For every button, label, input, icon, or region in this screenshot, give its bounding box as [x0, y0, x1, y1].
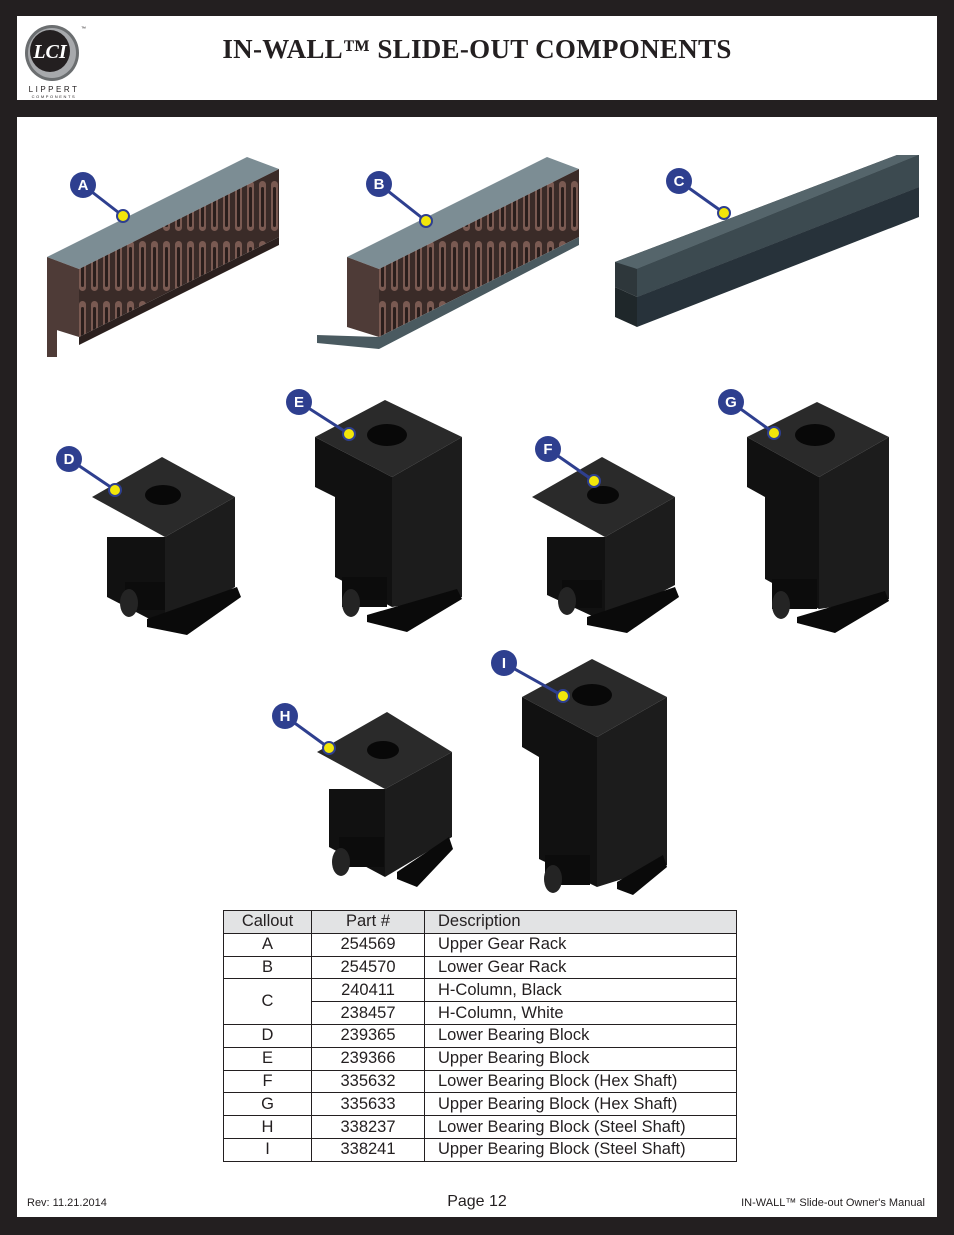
cell-description: H-Column, Black [424, 978, 737, 1003]
cell-part-number: 335632 [311, 1069, 425, 1094]
callout-label-h: H [280, 708, 291, 725]
cell-description: Upper Bearing Block [424, 1046, 737, 1071]
callout-dot-b [419, 214, 433, 228]
part-i-upper-bearing-block-steel-shaft [522, 659, 667, 895]
cell-description: Lower Bearing Block (Steel Shaft) [424, 1115, 737, 1139]
cell-part-number: 239366 [311, 1046, 425, 1071]
page-header: LCI ™ LIPPERT COMPONENTS IN-WALL™ SLIDE-… [17, 16, 937, 100]
callout-dot-d [108, 483, 122, 497]
callout-dot-e [342, 427, 356, 441]
content-area: A B C D E F G H I Callout Part # Descrip… [17, 117, 937, 1217]
table-row: H 338237 Lower Bearing Block (Steel Shaf… [223, 1115, 737, 1139]
cell-callout: H [223, 1115, 312, 1139]
table-row: G 335633 Upper Bearing Block (Hex Shaft) [223, 1092, 737, 1117]
part-e-upper-bearing-block [315, 400, 462, 632]
cell-part-number: 335633 [311, 1092, 425, 1117]
part-f-lower-bearing-block-hex-shaft [532, 457, 679, 633]
table-row: D 239365 Lower Bearing Block [223, 1023, 737, 1048]
cell-description: H-Column, White [424, 1001, 737, 1025]
callout-label-b: B [374, 176, 385, 193]
footer-manual-title: IN-WALL™ Slide-out Owner's Manual [741, 1197, 925, 1209]
callout-label-a: A [78, 177, 89, 194]
cell-callout: I [223, 1137, 312, 1162]
cell-description: Lower Gear Rack [424, 955, 737, 980]
table-row: 238457 H-Column, White [224, 1001, 737, 1025]
part-b-lower-gear-rack [317, 157, 579, 349]
cell-description: Upper Gear Rack [424, 932, 737, 957]
cell-callout: G [223, 1092, 312, 1117]
logo-subtext: COMPONENTS [32, 94, 77, 99]
cell-part-number: 254569 [311, 932, 425, 957]
callout-dot-g [767, 426, 781, 440]
part-c-h-column [615, 155, 919, 327]
cell-description: Lower Bearing Block (Hex Shaft) [424, 1069, 737, 1094]
table-row: A 254569 Upper Gear Rack [223, 932, 737, 957]
part-d-lower-bearing-block [92, 457, 241, 635]
cell-callout: B [223, 955, 312, 980]
callout-label-g: G [725, 394, 737, 411]
cell-part-number: 254570 [311, 955, 425, 980]
part-h-lower-bearing-block-steel-shaft [317, 712, 453, 887]
cell-part-number: 238457 [311, 1001, 425, 1025]
logo-letters: LCI [32, 41, 68, 63]
cell-description: Lower Bearing Block [424, 1023, 737, 1048]
callout-dot-h [322, 741, 336, 755]
table-row: C 240411 H-Column, Black [223, 978, 737, 1025]
cell-description: Upper Bearing Block (Hex Shaft) [424, 1092, 737, 1117]
footer-revision: Rev: 11.21.2014 [27, 1197, 107, 1209]
table-row: I 338241 Upper Bearing Block (Steel Shaf… [223, 1137, 737, 1162]
callout-label-c: C [674, 173, 685, 190]
cell-part-number: 338241 [311, 1137, 425, 1162]
components-illustration: A B C D E F G H I [47, 155, 919, 895]
header-part-number: Part # [311, 910, 425, 934]
lippert-logo: LCI ™ LIPPERT COMPONENTS [25, 25, 86, 99]
callout-dot-f [587, 474, 601, 488]
cell-description: Upper Bearing Block (Steel Shaft) [424, 1137, 737, 1162]
cell-callout: C [223, 978, 312, 1025]
callout-dot-i [556, 689, 570, 703]
page-title: IN-WALL™ SLIDE-OUT COMPONENTS [222, 34, 732, 64]
table-header-row: Callout Part # Description [223, 910, 737, 934]
callout-label-f: F [543, 441, 552, 458]
callout-label-e: E [294, 394, 304, 411]
header-callout: Callout [223, 910, 312, 934]
table-row: F 335632 Lower Bearing Block (Hex Shaft) [223, 1069, 737, 1094]
table-row: B 254570 Lower Gear Rack [223, 955, 737, 980]
callout-labels: A B C D E F G H I [56, 168, 744, 729]
table-row: E 239366 Upper Bearing Block [223, 1046, 737, 1071]
header-description: Description [424, 910, 737, 934]
cell-part-number: 338237 [311, 1115, 425, 1139]
cell-callout: F [223, 1069, 312, 1094]
callout-dots [108, 206, 781, 755]
part-g-upper-bearing-block-hex-shaft [747, 402, 889, 633]
callout-dot-a [116, 209, 130, 223]
cell-part-number: 239365 [311, 1023, 425, 1048]
cell-part-number: 240411 [311, 978, 425, 1003]
cell-callout: E [223, 1046, 312, 1071]
cell-callout: D [223, 1023, 312, 1048]
svg-text:™: ™ [81, 26, 86, 32]
callout-label-i: I [502, 655, 506, 672]
callout-label-d: D [64, 451, 75, 468]
footer-page-number: Page 12 [447, 1193, 507, 1210]
logo-text: LIPPERT [29, 85, 80, 94]
cell-callout: A [223, 932, 312, 957]
parts-table: Callout Part # Description A 254569 Uppe… [223, 910, 737, 1162]
callout-dot-c [717, 206, 731, 220]
part-a-upper-gear-rack [47, 157, 279, 357]
